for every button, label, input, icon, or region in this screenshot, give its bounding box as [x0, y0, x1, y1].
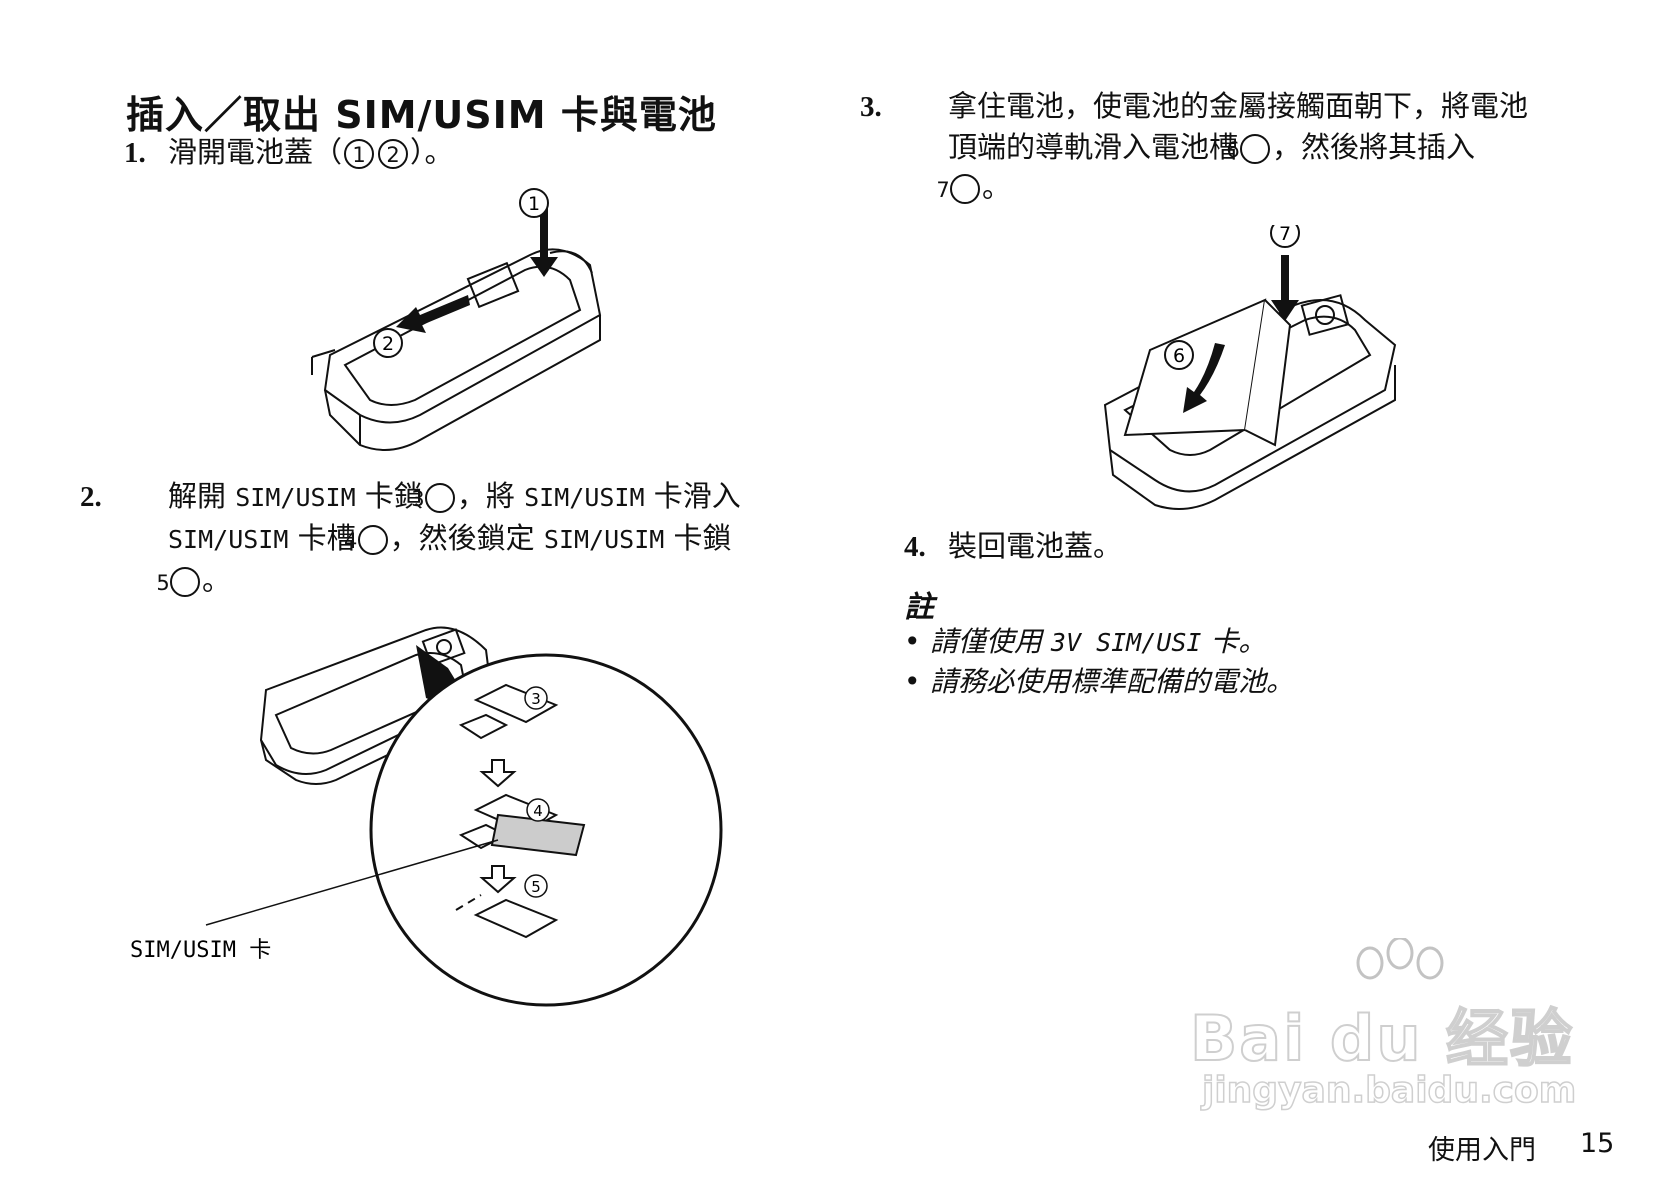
- paw-icon: [1356, 938, 1444, 980]
- battery-cover-figure: 1 2: [311, 188, 602, 451]
- figure-label: 4: [533, 802, 543, 820]
- watermark-brand: Bai du 经验: [1189, 1001, 1575, 1076]
- figure-label: 3: [531, 690, 541, 708]
- note-heading: 註: [904, 590, 934, 625]
- step-2: 2.解開 SIM/USIM 卡鎖3，將 SIM/USIM 卡滑入 SIM/USI…: [80, 479, 741, 597]
- page-number: 15: [1580, 1128, 1615, 1159]
- callout-marker: 5: [156, 567, 200, 597]
- figure-label: 1: [528, 193, 540, 215]
- step-number: 2.: [80, 481, 102, 513]
- figure-label: 6: [1173, 345, 1185, 367]
- step-number: 1.: [124, 137, 146, 169]
- figure-label: 2: [382, 333, 394, 355]
- watermark-url: jingyan.baidu.com: [1201, 1069, 1577, 1112]
- note-item-2: •請務必使用標準配備的電池。: [904, 665, 1295, 698]
- figure-label: 7: [1279, 225, 1291, 245]
- sim-card-figure: 3 4 5 SIM/USIM 卡: [130, 626, 723, 1007]
- step-4: 4.裝回電池蓋。: [904, 526, 1122, 567]
- note-item-1: •請僅使用 3V SIM/USI 卡。: [904, 625, 1267, 658]
- sim-card-callout: SIM/USIM 卡: [130, 938, 271, 963]
- battery-insert-figure: 7 6: [1103, 225, 1397, 510]
- callout-marker: 7: [936, 174, 980, 204]
- callout-marker: 3: [411, 483, 455, 513]
- callout-marker: 4: [344, 525, 388, 555]
- page-title: 插入／取出 SIM/USIM 卡與電池: [126, 93, 717, 137]
- figure-label: 5: [531, 878, 541, 896]
- callout-marker: 2: [378, 139, 409, 169]
- step-number: 3.: [860, 91, 882, 123]
- callout-marker: 1: [344, 139, 375, 169]
- step-3: 3.拿住電池，使電池的金屬接觸面朝下，將電池 頂端的導軌滑入電池槽6，然後將其插…: [860, 89, 1529, 204]
- step-number: 4.: [904, 531, 926, 563]
- footer-section: 使用入門: [1428, 1135, 1536, 1166]
- callout-marker: 6: [1226, 134, 1271, 164]
